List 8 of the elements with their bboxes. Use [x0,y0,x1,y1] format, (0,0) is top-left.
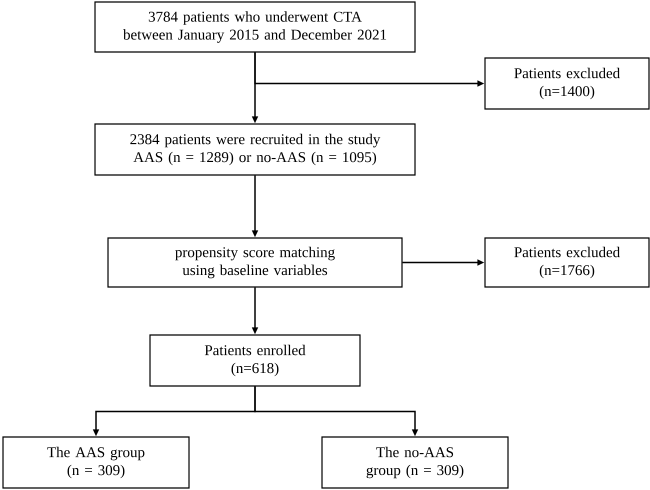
process-box: The AAS group (n = 309) [2,436,190,489]
process-box: 3784 patients who underwent CTA between January 2015 and December 2021 [94,1,416,53]
process-box: Patients excluded (n=1400) [484,57,650,110]
process-box: propensity score matching using baseline variables [107,237,403,288]
process-box: Patients enrolled (n=618) [149,334,361,387]
process-box: 2384 patients were recruited in the study AAS (n = 1289) or no-AAS (n = 1095) [94,123,416,176]
process-box: The no-AAS group (n = 309) [321,436,509,489]
process-box: Patients excluded (n=1766) [484,237,650,288]
